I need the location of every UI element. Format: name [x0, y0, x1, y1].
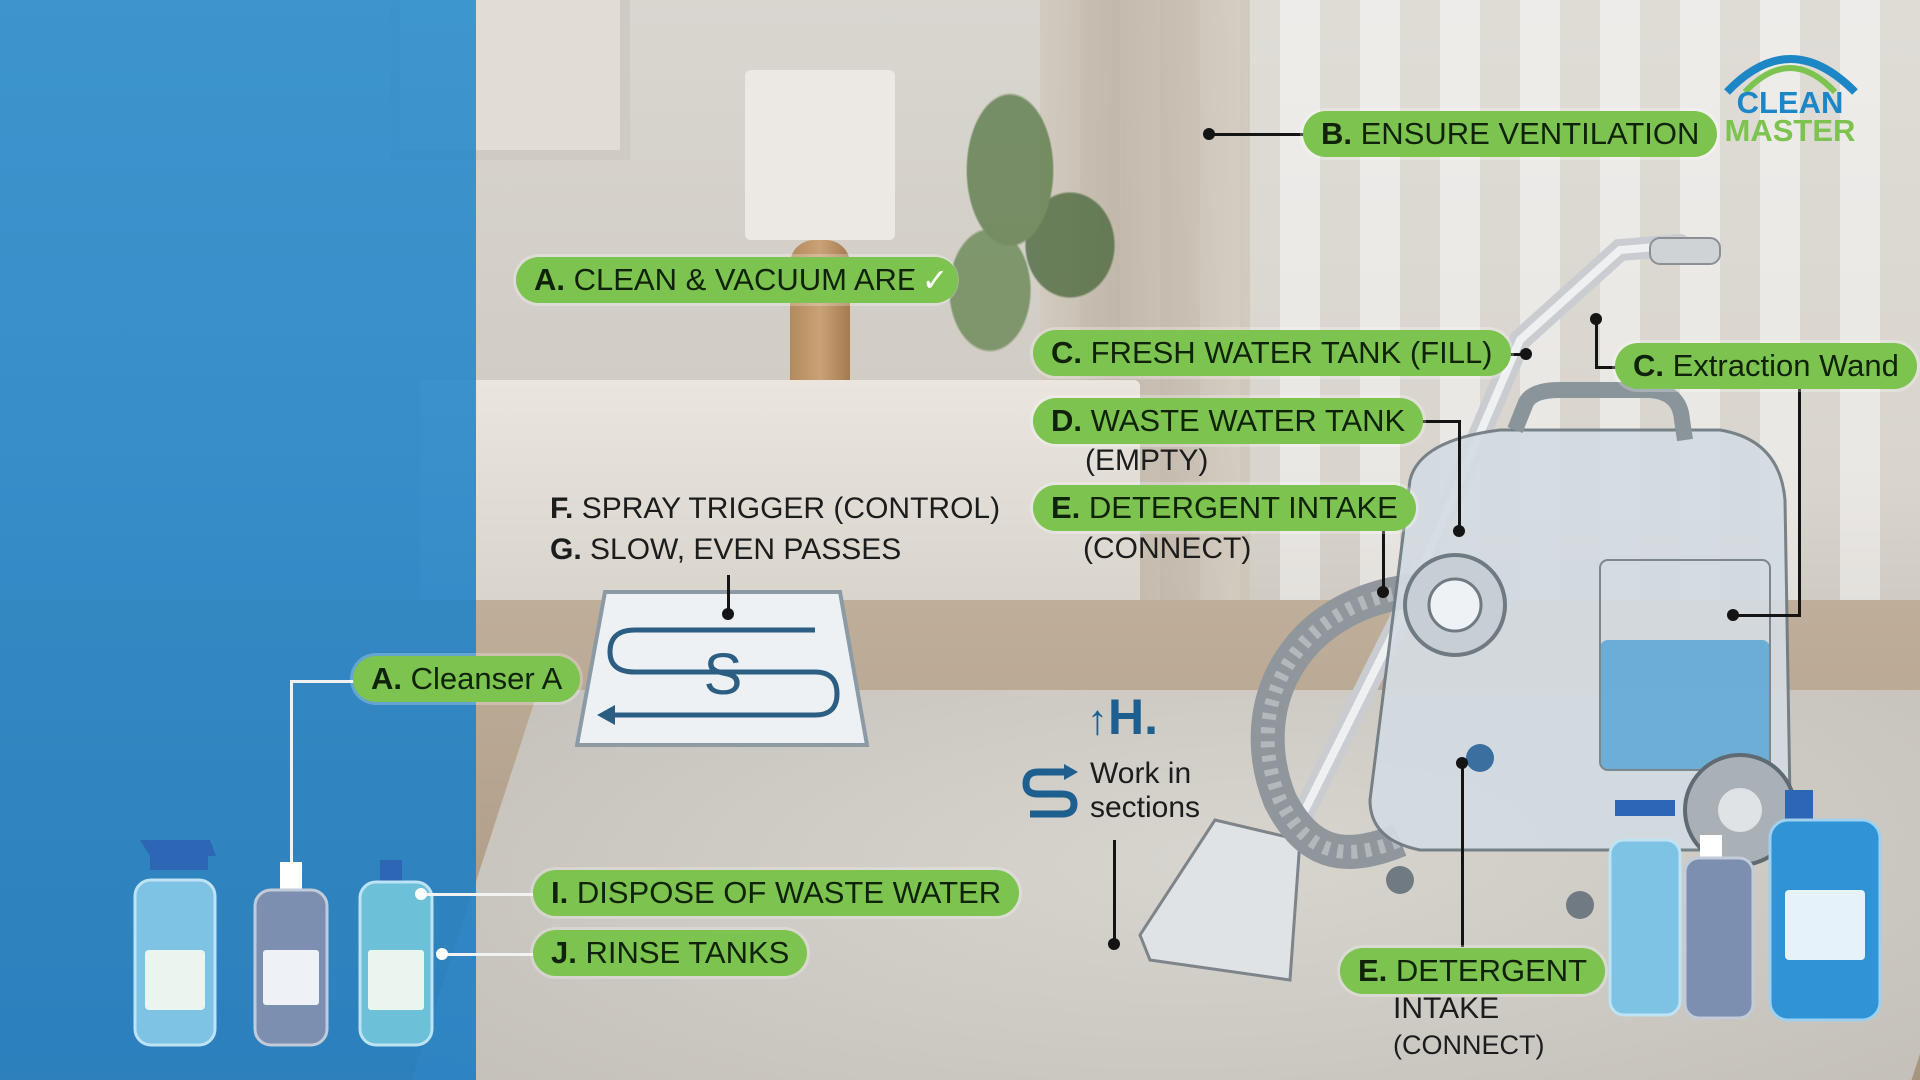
step-letter: F. [550, 492, 574, 525]
step-letter: A. [534, 262, 565, 297]
connector-dot [722, 608, 734, 620]
connector-dot [415, 888, 427, 900]
step-g-slow-passes: G. SLOW, EVEN PASSES [550, 533, 901, 567]
step-letter: A. [371, 661, 402, 696]
step-a-clean-vacuum-label: A. CLEAN & VACUUM AREA [516, 257, 957, 303]
diagram-glyph: S [704, 642, 743, 707]
step-letter: B. [1321, 116, 1352, 151]
connector-line [1113, 840, 1116, 942]
step-e-detergent-intake-label: E. DETERGENT INTAKE [1033, 485, 1416, 531]
step-f-spray-trigger: F. SPRAY TRIGGER (CONTROL) [550, 492, 1000, 526]
step-text: DETERGENT [1395, 953, 1588, 988]
step-text: DISPOSE OF WASTE WATER [576, 875, 1002, 910]
step-text: Extraction Wand [1672, 348, 1899, 383]
connector-dot [1377, 586, 1389, 598]
connector-line [290, 680, 293, 870]
connector-dot [1727, 609, 1739, 621]
step-letter: E. [1051, 490, 1081, 525]
check-icon: ✓ [912, 257, 958, 303]
step-b-ventilation-label: B. ENSURE VENTILATION [1303, 111, 1718, 157]
cleaning-bottles-left [133, 840, 434, 1047]
step-text: ENSURE VENTILATION [1360, 116, 1700, 151]
connector-dot [436, 948, 448, 960]
connector-line [290, 680, 372, 683]
step-d-waste-water-label: D. WASTE WATER TANK [1033, 398, 1424, 444]
step-text: Cleanser A [410, 661, 563, 696]
step-text: SLOW, EVEN PASSES [590, 533, 902, 566]
cleaner-bottle-icon [253, 862, 329, 1047]
step-e-subtext: (CONNECT) [1083, 532, 1252, 565]
connector-line [1209, 133, 1309, 136]
connector-dot [1456, 757, 1468, 769]
step-h-line2: sections [1090, 791, 1201, 824]
connector-line [1798, 388, 1801, 616]
up-arrow-icon: ↑ [1087, 696, 1108, 743]
serpentine-arrow-icon [607, 627, 840, 718]
connector-line [1461, 762, 1464, 947]
step-j-rinse-label: J. RINSE TANKS [533, 930, 808, 976]
step-text: SPRAY TRIGGER (CONTROL) [581, 492, 1001, 525]
connector-dot [1453, 525, 1465, 537]
step-letter: J. [551, 935, 577, 970]
step-e-bottom-line2: INTAKE [1393, 992, 1500, 1025]
serpentine-arrow-icon [1022, 764, 1078, 818]
step-letter: I. [551, 875, 569, 910]
serpentine-pass-diagram: S [575, 590, 870, 747]
connector-line [1733, 614, 1801, 617]
step-e-bottom-subtext: (CONNECT) [1393, 1030, 1545, 1060]
step-text: CLEAN & VACUUM AREA [573, 262, 939, 297]
step-letter: C. [1633, 348, 1664, 383]
cleaning-bottles-right [1608, 790, 1882, 1022]
logo-line2: MASTER [1724, 113, 1856, 148]
connector-line [422, 893, 535, 896]
step-letter: E. [1358, 953, 1388, 988]
step-d-subtext: (EMPTY) [1085, 444, 1209, 477]
connector-line [442, 953, 535, 956]
lamp-shade [745, 70, 895, 240]
step-letter: G. [550, 533, 582, 566]
connector-line [1458, 420, 1461, 528]
connector-line [727, 575, 730, 615]
connector-dot [1590, 313, 1602, 325]
connector-dot [1108, 938, 1120, 950]
step-c-extraction-wand-label: C. Extraction Wand [1615, 343, 1917, 389]
step-letter: D. [1051, 403, 1082, 438]
step-i-dispose-label: I. DISPOSE OF WASTE WATER [533, 870, 1020, 916]
step-a-cleanser-label: A. Cleanser A [353, 656, 581, 702]
cleaner-bottle-icon [358, 860, 434, 1047]
step-text: WASTE WATER TANK [1090, 403, 1406, 438]
connector-dot [1520, 348, 1532, 360]
step-c-fresh-water-label: C. FRESH WATER TANK (FILL) [1033, 330, 1511, 376]
connector-dot [284, 862, 296, 874]
logo-line1: CLEAN [1736, 85, 1844, 120]
step-letter: H. [1108, 689, 1158, 745]
step-h-label: ↑H. [1087, 688, 1158, 746]
console-table [420, 380, 1140, 610]
connector-line [1382, 508, 1385, 590]
connector-line [1595, 320, 1598, 368]
clean-master-logo: CLEAN MASTER [1705, 36, 1875, 146]
step-text: FRESH WATER TANK (FILL) [1090, 335, 1493, 370]
logo-arc-icon [1724, 55, 1858, 95]
spray-bottle-icon [133, 840, 217, 1047]
step-h-text: Work in sections [1090, 757, 1200, 825]
step-e-detergent-intake-bottom-label: E. DETERGENT [1340, 948, 1606, 994]
step-text: DETERGENT INTAKE [1088, 490, 1398, 525]
step-text: RINSE TANKS [585, 935, 790, 970]
step-letter: C. [1051, 335, 1082, 370]
step-h-line1: Work in [1090, 757, 1192, 790]
